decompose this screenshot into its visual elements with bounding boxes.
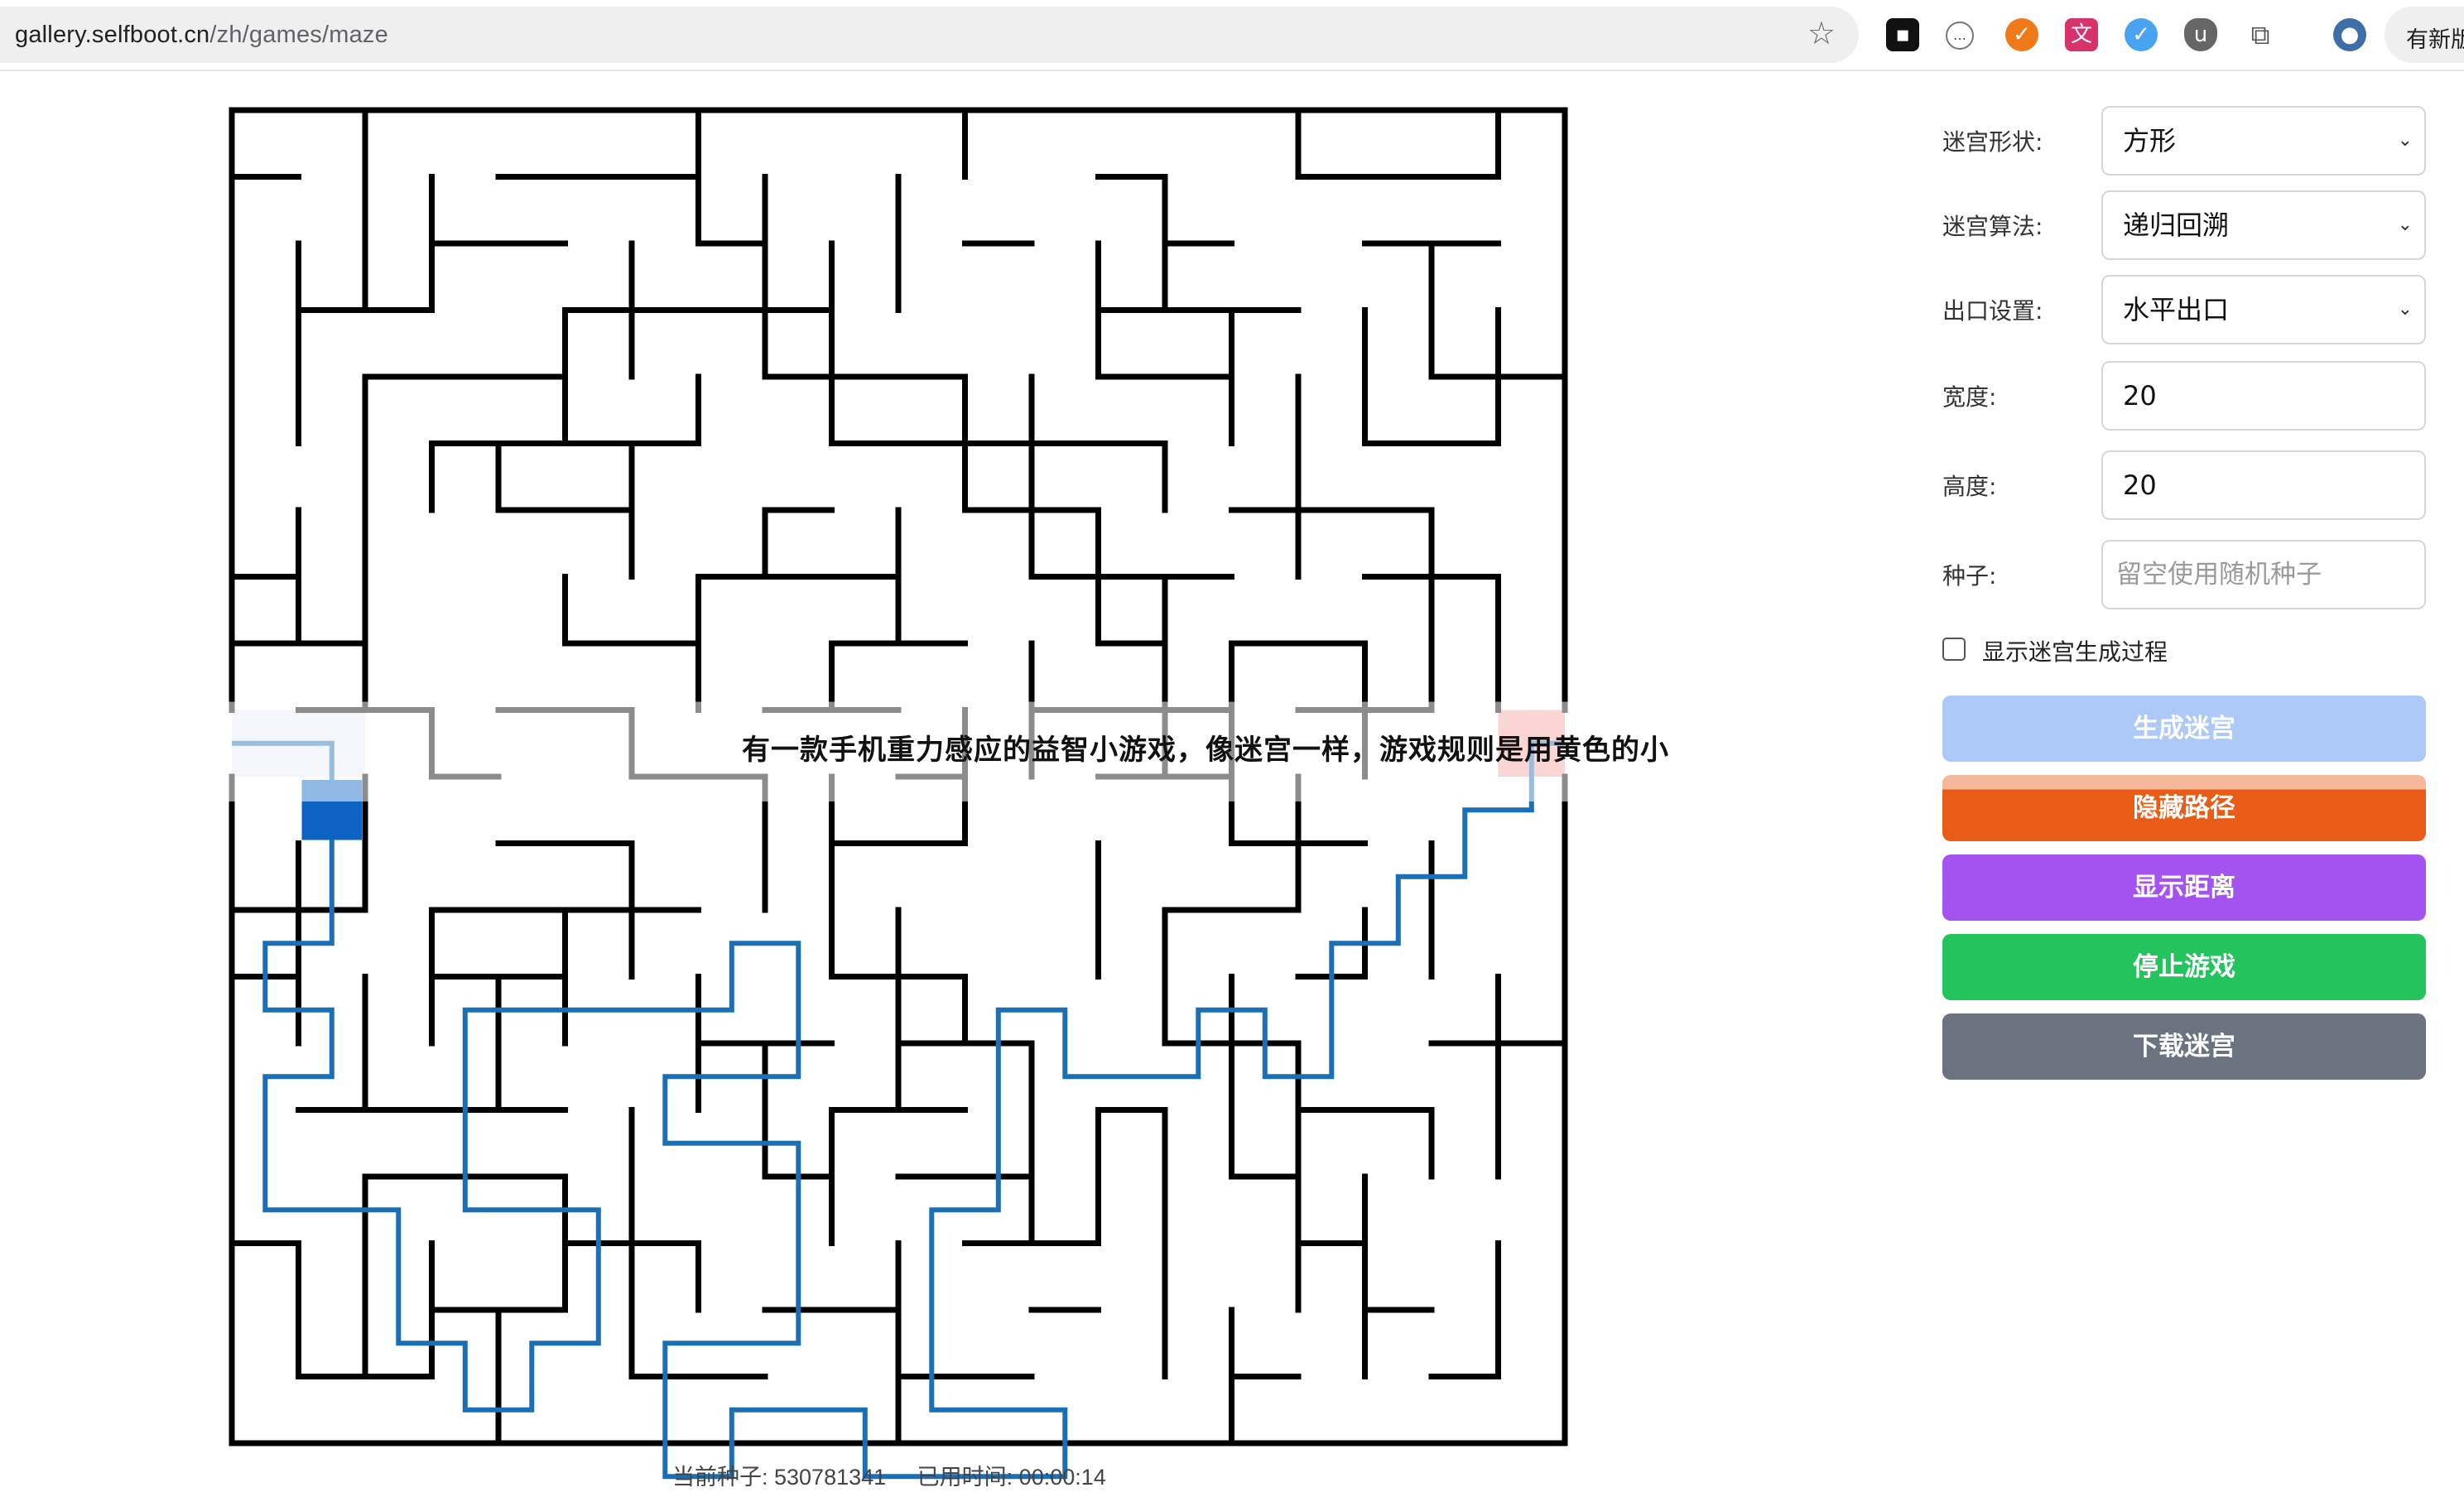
extension-icon-5[interactable]: ✓: [2125, 18, 2158, 51]
url-host: gallery.selfboot.cn: [15, 22, 210, 48]
solution-path-line: [232, 740, 1565, 1480]
chevron-down-icon: ⌄: [2397, 130, 2413, 151]
algorithm-label: 迷宫算法:: [1942, 213, 2043, 240]
seed-input[interactable]: 留空使用随机种子: [2101, 540, 2426, 609]
overlay-fade-band: [227, 701, 1570, 801]
exit-label: 出口设置:: [1942, 297, 2043, 325]
extension-icon-1[interactable]: ▪: [1886, 18, 1919, 51]
maze-walls: [229, 107, 1568, 1446]
show-process-label: 显示迷宫生成过程: [1982, 638, 2168, 666]
bookmark-star-icon[interactable]: ☆: [1807, 15, 1836, 51]
extension-icon-3[interactable]: ✓: [2005, 18, 2038, 51]
profile-avatar-icon[interactable]: ●: [2333, 18, 2366, 51]
shape-value: 方形: [2123, 125, 2177, 156]
shape-select[interactable]: 方形 ⌄: [2101, 106, 2426, 176]
chevron-down-icon: ⌄: [2397, 214, 2413, 235]
show-process-checkbox[interactable]: [1942, 638, 1966, 661]
width-label: 宽度:: [1942, 383, 1997, 411]
extensions-puzzle-icon[interactable]: ⧉: [2244, 18, 2277, 51]
browser-toolbar: gallery.selfboot.cn/zh/games/maze ☆ ▪ … …: [0, 0, 2464, 71]
exit-value: 水平出口: [2123, 294, 2230, 325]
url-path: /zh/games/maze: [209, 22, 388, 48]
height-label: 高度:: [1942, 473, 1997, 500]
shape-label: 迷宫形状:: [1942, 128, 2043, 156]
chevron-down-icon: ⌄: [2397, 299, 2413, 320]
height-row: 高度: 20: [1942, 450, 2426, 520]
show-distance-button[interactable]: 显示距离: [1942, 854, 2426, 921]
width-row: 宽度: 20: [1942, 361, 2426, 431]
generate-maze-button[interactable]: 生成迷宫: [1942, 696, 2426, 762]
height-input[interactable]: 20: [2101, 450, 2426, 520]
seed-label: 种子:: [1942, 562, 1997, 590]
width-input[interactable]: 20: [2101, 361, 2426, 431]
exit-select[interactable]: 水平出口 ⌄: [2101, 275, 2426, 344]
shield-extension-icon[interactable]: u: [2184, 18, 2217, 51]
solution-path: [232, 740, 1565, 1480]
elapsed-time-text: 已用时间: 00:00:14: [917, 1465, 1106, 1490]
translate-extension-icon[interactable]: 文: [2065, 18, 2098, 51]
overlay-caption: 有一款手机重力感应的益智小游戏，像迷宫一样，游戏规则是用黄色的小: [742, 734, 1669, 767]
algorithm-row: 迷宫算法: 递归回溯 ⌄: [1942, 190, 2426, 260]
status-bar: 当前种子: 530781341 已用时间: 00:00:14: [672, 1459, 1131, 1491]
new-version-button[interactable]: 有新版: [2385, 7, 2464, 63]
seed-row: 种子: 留空使用随机种子: [1942, 540, 2426, 609]
stop-game-button[interactable]: 停止游戏: [1942, 934, 2426, 1000]
exit-row: 出口设置: 水平出口 ⌄: [1942, 275, 2426, 344]
algorithm-select[interactable]: 递归回溯 ⌄: [2101, 190, 2426, 260]
shape-row: 迷宫形状: 方形 ⌄: [1942, 106, 2426, 176]
extension-icon-2[interactable]: …: [1946, 22, 1974, 50]
download-maze-button[interactable]: 下载迷宫: [1942, 1013, 2426, 1080]
hide-path-button[interactable]: 隐藏路径: [1942, 775, 2426, 841]
caption-fade-band: [227, 701, 1570, 801]
address-bar[interactable]: gallery.selfboot.cn/zh/games/maze ☆: [0, 7, 1859, 63]
algorithm-value: 递归回溯: [2123, 209, 2230, 241]
url-text[interactable]: gallery.selfboot.cn/zh/games/maze: [15, 22, 388, 49]
current-seed-text: 当前种子: 530781341: [672, 1465, 887, 1490]
